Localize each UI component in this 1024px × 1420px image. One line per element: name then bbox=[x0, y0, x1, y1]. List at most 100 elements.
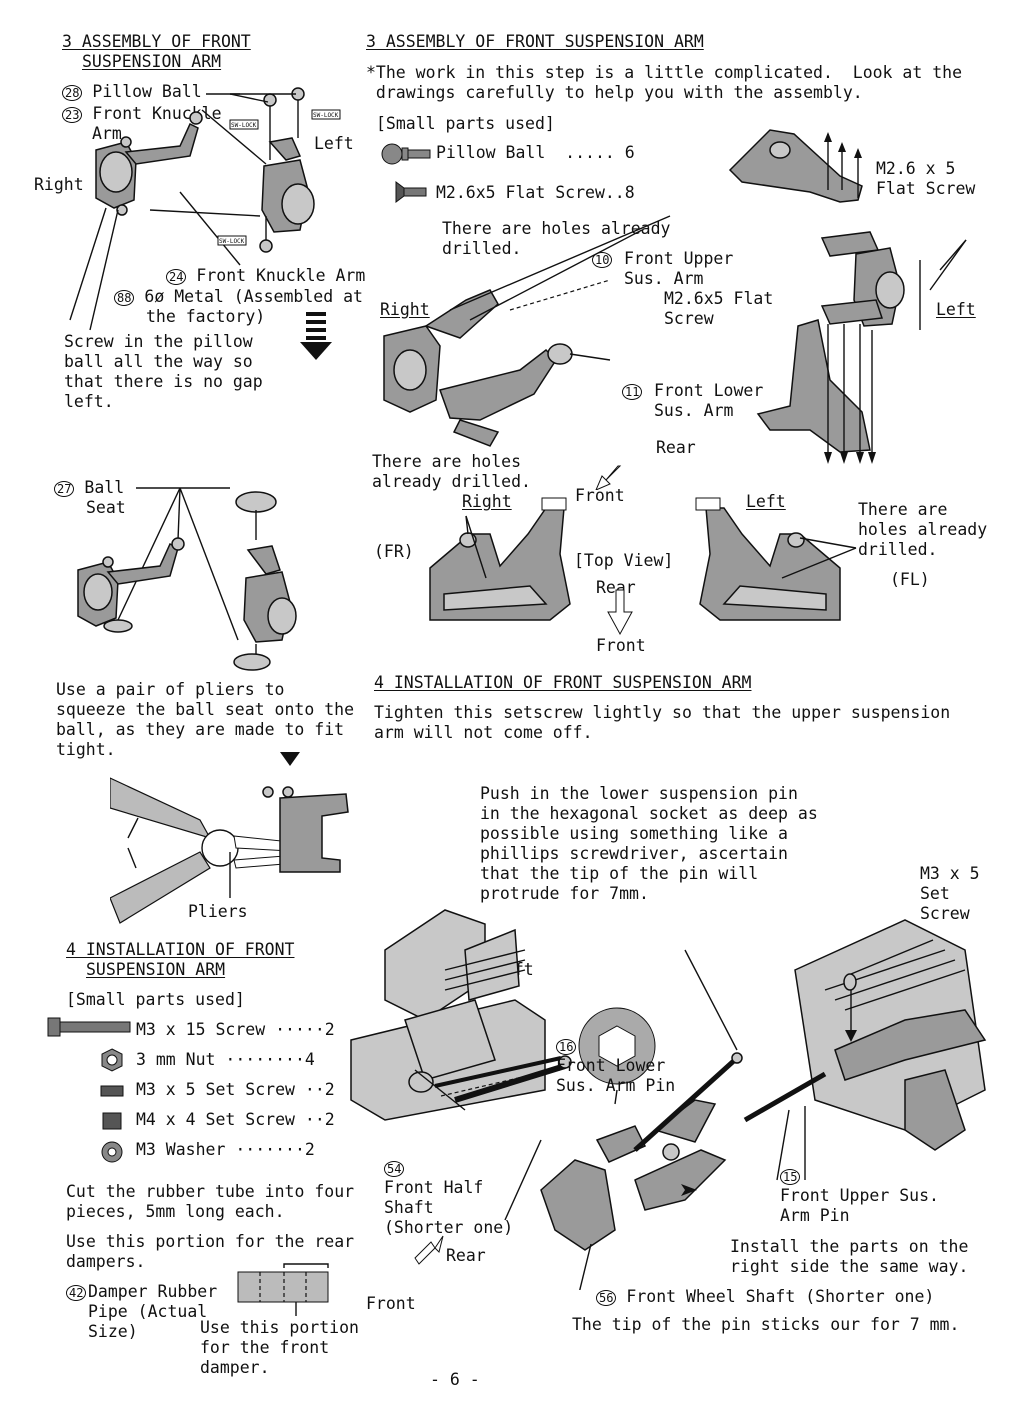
part-dots: ·· bbox=[304, 1080, 325, 1099]
part-num: 15 bbox=[780, 1169, 801, 1185]
front-wheel-shaft-label: Front Wheel Shaft (Shorter one) bbox=[626, 1287, 935, 1306]
setscrew-note: Tighten this setscrew lightly so that th… bbox=[374, 703, 951, 742]
label-arm: Arm bbox=[92, 124, 122, 143]
front-label-1: Front bbox=[575, 486, 625, 505]
section-4-heading-left-1: 4 INSTALLATION OF FRONT bbox=[66, 940, 295, 959]
part-qty: 2 bbox=[324, 1080, 335, 1099]
section-3-heading-right: 3 ASSEMBLY OF FRONT SUSPENSION ARM bbox=[366, 32, 704, 51]
flat-screw-icon bbox=[395, 181, 427, 203]
pillow-ball-icon bbox=[381, 143, 431, 165]
part-num: 28 bbox=[62, 85, 83, 101]
part-dots: ····· bbox=[275, 1020, 325, 1039]
m4x4-set-screw-icon bbox=[102, 1112, 122, 1130]
push-pin-note: Push in the lower suspension pin in the … bbox=[480, 784, 818, 903]
label-right-arm: Right bbox=[380, 300, 430, 319]
part-number-10: 10 bbox=[592, 249, 613, 270]
ball-seat-figure bbox=[77, 487, 297, 671]
part-name: M3 x 15 Screw bbox=[136, 1020, 266, 1039]
part-number-15: 15 bbox=[780, 1166, 801, 1187]
installation-figure bbox=[350, 909, 987, 1290]
label-left-arm: Left bbox=[936, 300, 976, 319]
part-qty: 2 bbox=[304, 1140, 315, 1159]
pliers-figure bbox=[110, 752, 349, 924]
pillow-ball-note: Screw in the pillow ball all the way so … bbox=[64, 332, 263, 411]
part-num: 88 bbox=[114, 290, 135, 306]
front-damper-note: Use this portion for the front damper. bbox=[200, 1318, 359, 1377]
m3x5-set-screw-icon bbox=[100, 1085, 124, 1097]
m3x5-set-screw-label: M3 x 5 Set Screw bbox=[920, 864, 980, 923]
front-label-3: Front bbox=[366, 1294, 416, 1313]
part-qty: 4 bbox=[304, 1050, 315, 1069]
part-dots: ·· bbox=[304, 1110, 325, 1129]
part-number-54: 54 bbox=[384, 1158, 405, 1179]
part-number-24: 24 Front Knuckle Arm bbox=[166, 266, 365, 287]
part-row-2: 3 mm Nut ········4 bbox=[136, 1050, 315, 1070]
rear-label-1: Rear bbox=[656, 438, 696, 457]
holes-drilled-note-2: There are holes already drilled. bbox=[372, 452, 531, 491]
part-name: M4 x 4 Set Screw bbox=[136, 1110, 295, 1129]
front-label-2: Front bbox=[596, 636, 646, 655]
intro-note: *The work in this step is a little compl… bbox=[366, 63, 963, 102]
sw-lock-tag-2: SW-LOCK bbox=[313, 112, 339, 119]
install-right-note: Install the parts on the right side the … bbox=[730, 1237, 969, 1276]
label-ball: Ball bbox=[84, 478, 125, 497]
part-number-16: 16 bbox=[556, 1036, 577, 1057]
label-pillow-ball: Pillow Ball bbox=[92, 82, 202, 101]
front-half-shaft-label: Front Half Shaft (Shorter one) bbox=[384, 1178, 514, 1237]
holes-drilled-note-3: There are holes already drilled. bbox=[858, 500, 988, 559]
fr-label: (FR) bbox=[374, 542, 414, 561]
section-4-heading-left-2: SUSPENSION ARM bbox=[86, 960, 226, 979]
part-number-56: 56 Front Wheel Shaft (Shorter one) bbox=[596, 1287, 934, 1308]
part-num: 23 bbox=[62, 107, 83, 123]
part-num: 10 bbox=[592, 252, 613, 268]
front-lower-pin-label: Front Lower Sus. Arm Pin bbox=[556, 1056, 676, 1095]
knuckle-assembly-figure bbox=[69, 87, 341, 331]
pliers-note: Use a pair of pliers to squeeze the ball… bbox=[56, 680, 355, 759]
part-number-28: 28 Pillow Ball bbox=[62, 82, 202, 103]
small-parts-heading-left: [Small parts used] bbox=[66, 990, 245, 1009]
part-name: M3 x 5 Set Screw bbox=[136, 1080, 295, 1099]
part-num: 24 bbox=[166, 269, 187, 285]
part-num: 16 bbox=[556, 1039, 577, 1055]
part-num: 11 bbox=[622, 384, 643, 400]
rear-label-2: Rear bbox=[596, 578, 636, 597]
part-row-4: M4 x 4 Set Screw ··2 bbox=[136, 1110, 335, 1130]
part-num: 54 bbox=[384, 1161, 405, 1177]
top-view-label: [Top View] bbox=[574, 551, 674, 570]
part-number-23: 23 Front Knuckle bbox=[62, 104, 222, 125]
rear-damper-note: Use this portion for the rear dampers. bbox=[66, 1232, 355, 1271]
rubber-pipe-figure bbox=[237, 1263, 329, 1316]
label-left: Left bbox=[314, 134, 354, 153]
label-right: Right bbox=[34, 175, 84, 194]
part-num: 42 bbox=[66, 1285, 87, 1301]
sw-lock-tag-1: SW-LOCK bbox=[231, 122, 257, 129]
cut-tube-note: Cut the rubber tube into four pieces, 5m… bbox=[66, 1182, 355, 1221]
part-dots: ········ bbox=[225, 1050, 305, 1069]
section-3-heading-left-2: SUSPENSION ARM bbox=[82, 52, 222, 71]
front-upper-arm-label: Front Upper Sus. Arm bbox=[624, 249, 734, 288]
fl-label: (FL) bbox=[890, 570, 930, 589]
part-qty: 2 bbox=[324, 1110, 335, 1129]
label-seat: Seat bbox=[86, 498, 126, 517]
part-flat-screw: M2.6x5 Flat Screw..8 bbox=[436, 183, 635, 202]
nut-icon bbox=[101, 1048, 123, 1072]
section-3-heading-left-1: 3 ASSEMBLY OF FRONT bbox=[62, 32, 251, 51]
rear-label-3: Rear bbox=[446, 1246, 486, 1265]
suspension-arm-exploded-figure bbox=[383, 129, 967, 490]
label-left-top-view: Left bbox=[746, 492, 786, 511]
label-front-knuckle: Front Knuckle bbox=[92, 104, 222, 123]
page-number: - 6 - bbox=[430, 1370, 480, 1389]
label-knuckle-arm: Front Knuckle Arm bbox=[196, 266, 366, 285]
front-lower-arm-label: Front Lower Sus. Arm bbox=[654, 381, 764, 420]
part-pillow-ball: Pillow Ball ..... 6 bbox=[436, 143, 635, 162]
m3x15-screw-icon bbox=[47, 1017, 131, 1037]
part-row-5: M3 Washer ·······2 bbox=[136, 1140, 315, 1160]
part-number-42: 42 bbox=[66, 1282, 87, 1303]
part-number-88: 88 6ø Metal (Assembled at bbox=[114, 287, 363, 308]
label-right-top-view: Right bbox=[462, 492, 512, 511]
part-name: M3 Washer bbox=[136, 1140, 226, 1159]
sw-lock-tag-3: SW-LOCK bbox=[219, 238, 245, 245]
part-dots: ······· bbox=[235, 1140, 305, 1159]
part-name: 3 mm Nut bbox=[136, 1050, 216, 1069]
part-num: 27 bbox=[54, 481, 75, 497]
